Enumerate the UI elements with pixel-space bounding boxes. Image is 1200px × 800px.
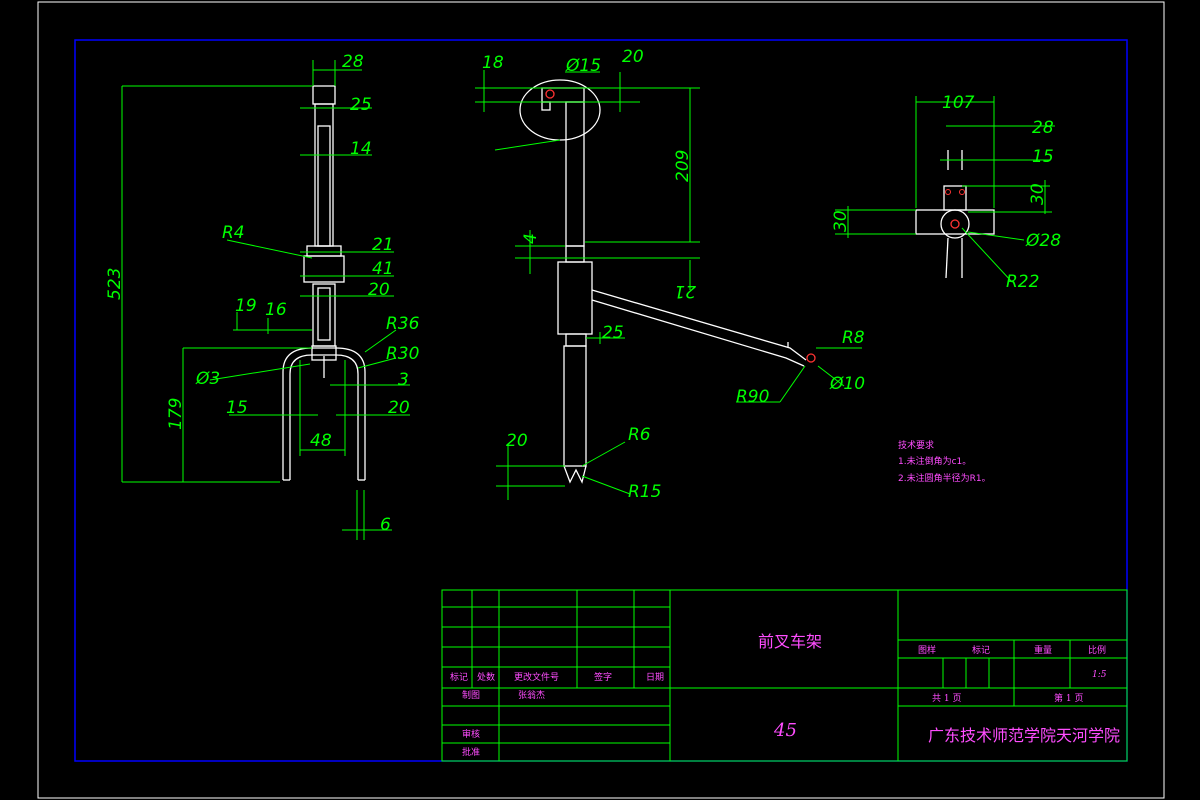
notes-title: 技术要求	[898, 439, 934, 451]
school-name: 广东技术师范学院天河学院	[928, 726, 1120, 745]
dim-523: 523	[105, 268, 125, 300]
sheet-number: 第 1 页	[1054, 692, 1083, 704]
dim-r36: R36	[386, 314, 420, 334]
dim-28: 28	[342, 52, 364, 72]
dim-25: 25	[350, 95, 372, 115]
dim-dia10: Ø10	[829, 374, 865, 394]
front-view	[121, 60, 410, 540]
dim-r30: R30	[386, 344, 419, 364]
header-scale: 比例	[1088, 644, 1106, 656]
dim-209: 209	[673, 150, 693, 182]
dim-48: 48	[310, 431, 332, 451]
header-approver: 批准	[462, 746, 480, 758]
dim-3: 3	[398, 370, 409, 390]
technical-notes: 技术要求 1.未注倒角为c1。 2.未注圆角半径为R1。	[898, 439, 991, 484]
dim-30-right: 30	[1028, 183, 1048, 205]
dim-41: 41	[372, 259, 394, 279]
scale-value: 1:5	[1092, 670, 1107, 680]
header-mark: 标记	[450, 671, 468, 683]
header-date: 日期	[646, 672, 664, 683]
sheet-border	[37, 1, 1165, 799]
title-block-text: 前叉车架 45 广东技术师范学院天河学院 标记 处数 更改文件号 签字 日期 制…	[450, 632, 1120, 758]
header-change-doc: 更改文件号	[514, 671, 559, 683]
dim-16: 16	[265, 300, 287, 320]
header-count: 处数	[477, 671, 495, 683]
dim-15-top: 15	[1032, 147, 1054, 167]
dim-14: 14	[350, 139, 372, 159]
total-sheets: 共 1 页	[932, 693, 961, 704]
dim-20-lower: 20	[388, 398, 410, 418]
header-weight: 重量	[1034, 644, 1052, 656]
dim-6: 6	[380, 515, 391, 535]
dim-28-top: 28	[1032, 118, 1054, 138]
dim-15: 15	[226, 398, 248, 418]
top-view-dimensions: 107 28 15 30 30 Ø28 R22	[831, 93, 1061, 292]
dim-20-side: 20	[506, 431, 528, 451]
dim-dia28: Ø28	[1025, 231, 1061, 251]
dim-19: 19	[235, 296, 257, 316]
dim-dia3: Ø3	[195, 369, 220, 389]
header-reviewer: 审核	[462, 728, 480, 740]
dim-21: 21	[372, 235, 394, 255]
notes-line-1: 1.未注倒角为c1。	[898, 455, 971, 467]
dim-r90: R90	[736, 387, 769, 407]
top-view	[835, 96, 1055, 283]
dim-30-left: 30	[831, 210, 851, 232]
dim-179: 179	[166, 398, 186, 430]
dim-dia15: Ø15	[565, 56, 601, 76]
dim-18: 18	[482, 53, 504, 73]
front-view-dimensions: 28 25 14 R4 21 41 20 19 16 R36 R30 Ø3 3 …	[105, 52, 420, 535]
dim-r8: R8	[842, 328, 865, 348]
dim-r22: R22	[1006, 272, 1039, 292]
dim-21-side: 21	[674, 281, 696, 301]
material: 45	[773, 720, 797, 741]
dim-25-side: 25	[602, 323, 624, 343]
side-view	[475, 70, 862, 500]
dim-20: 20	[368, 280, 390, 300]
dim-r15: R15	[628, 482, 661, 502]
dim-r4: R4	[222, 223, 245, 243]
drawer-name: 张翁杰	[518, 689, 545, 701]
dim-r6: R6	[628, 425, 651, 445]
header-stage-mark: 图样	[918, 644, 936, 656]
header-signature: 签字	[594, 671, 612, 683]
dim-107: 107	[942, 93, 975, 113]
dim-4: 4	[521, 233, 541, 244]
side-view-dimensions: 18 Ø15 20 209 4 21 25 R8 Ø10 R90 20 R6 R…	[482, 47, 865, 502]
dim-20-top: 20	[622, 47, 644, 67]
part-name: 前叉车架	[758, 632, 822, 651]
header-designer: 制图	[462, 689, 480, 701]
notes-line-2: 2.未注圆角半径为R1。	[898, 472, 991, 484]
header-mark-right: 标记	[972, 644, 990, 656]
title-block	[441, 589, 1128, 762]
